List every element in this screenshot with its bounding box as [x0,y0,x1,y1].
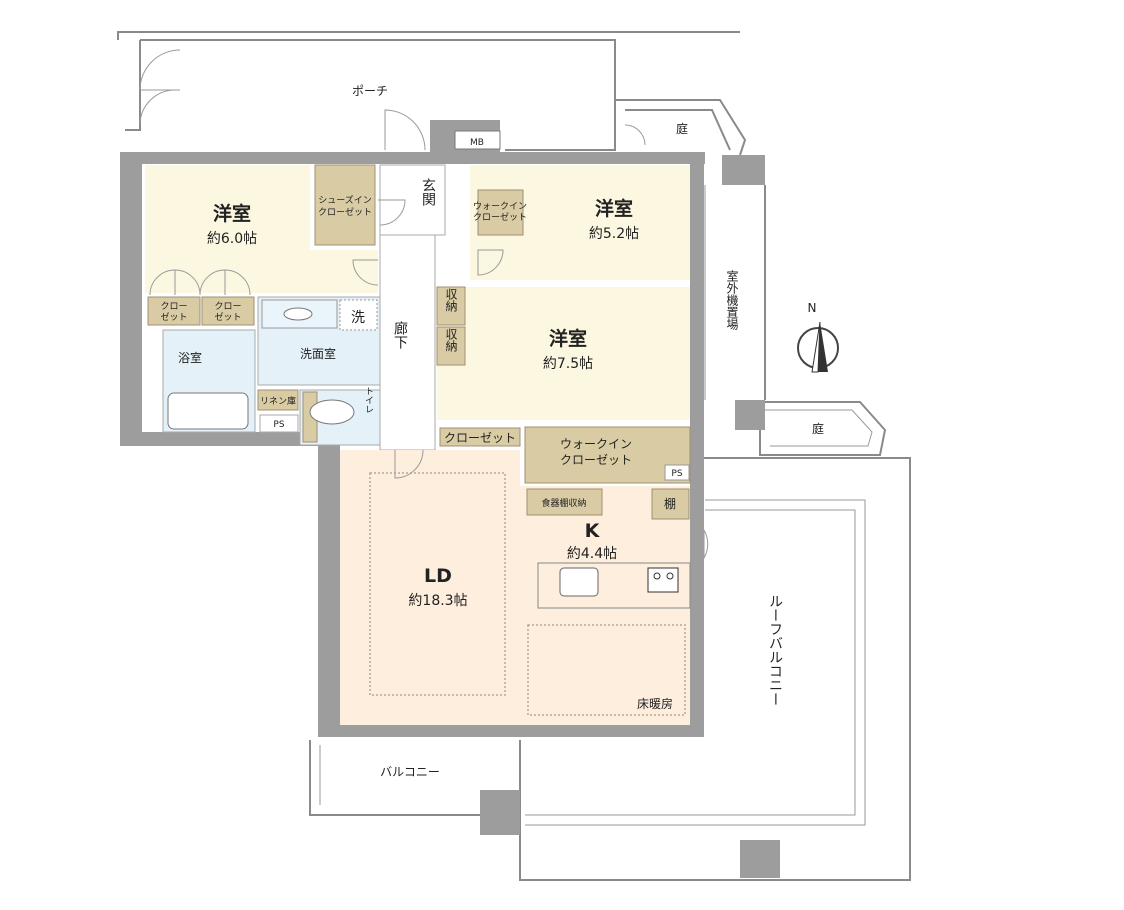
washroom-label: 洗面室 [300,346,336,361]
bath-label: 浴室 [178,350,202,365]
wet-area: 浴室 洗 洗面室 リネン庫 PS トイレ [162,296,381,446]
walkin-small-label-1: ウォークイン [473,201,527,212]
garden-label-1: 庭 [676,121,688,136]
porch-label: ポーチ [352,84,388,98]
room-size: 約18.3帖 [408,593,467,609]
corridor-label: 廊下 [392,320,408,349]
closet-a-label-2: ゼット [160,311,187,323]
garden-label-2: 庭 [812,421,824,436]
porch: ポーチ [117,31,740,151]
ac-space-label: 室外機置場 [725,269,739,331]
floor-heating-label: 床暖房 [637,696,673,711]
room-name: 洋室 [549,327,587,350]
shoe-closet-label-1: シューズイン [318,194,372,206]
ps-label-2: PS [671,469,682,479]
closet-b [201,296,255,326]
walkin-large-label-2: クローゼット [560,453,632,467]
walkin-closet-large [524,426,691,484]
ps-label-1: PS [273,420,284,430]
shoe-closet-label-2: クローゼット [318,206,372,218]
roof-balcony-label: ルーフバルコニー [767,594,783,706]
shoe-closet [314,164,376,246]
walkin-small-label-2: クローゼット [473,211,527,223]
corridor [379,234,436,451]
room-western-2: ウォークイン クローゼット 洋室 約5.2帖 [470,165,690,280]
mb-label: MB [470,138,484,148]
room-name: K [585,520,601,542]
room-size: 約7.5帖 [543,356,593,372]
storage-label-2: 収納 [444,328,458,352]
closet-a-label-1: クロー [160,301,187,312]
north-compass-icon: N [797,301,839,373]
linen-label: リネン庫 [260,395,296,407]
garden-top: 庭 [615,99,747,156]
closet-b-label-1: クロー [214,301,241,312]
room-ld: LD 約18.3帖 [340,449,520,725]
room-western-3: 収納 収納 洋室 約7.5帖 [436,286,690,420]
ac-space: 室外機置場 [704,155,766,400]
linen-closet [257,389,299,411]
compass-north-label: N [808,301,817,315]
shelf-label: 棚 [664,496,676,511]
roof-balcony: ルーフバルコニー [519,457,911,881]
balcony-label: バルコニー [380,765,440,779]
room-size: 約6.0帖 [207,231,257,247]
washer-label: 洗 [351,310,365,326]
dish-storage-label: 食器棚収納 [541,497,586,509]
room-size: 約5.2帖 [589,226,639,242]
garden-right: 庭 [735,400,887,456]
closet-c-label: クローゼット [444,431,516,445]
closet-b-label-2: ゼット [214,311,241,323]
closet-a [147,296,201,326]
room-name: LD [424,565,452,587]
room-name: 洋室 [213,202,251,225]
walkin-large-label-1: ウォークイン [560,437,632,451]
room-size: 約4.4帖 [567,546,617,562]
room-western-1: 洋室 約6.0帖 [145,165,379,296]
storage-label-1: 収納 [444,288,458,312]
closet-c [439,427,521,447]
room-kitchen: 食器棚収納 棚 K 約4.4帖 床暖房 [520,486,709,725]
entrance-label: 玄関 [420,177,436,207]
balcony: バルコニー [309,740,520,835]
toilet-label: トイレ [363,387,374,414]
room-name: 洋室 [595,197,633,220]
